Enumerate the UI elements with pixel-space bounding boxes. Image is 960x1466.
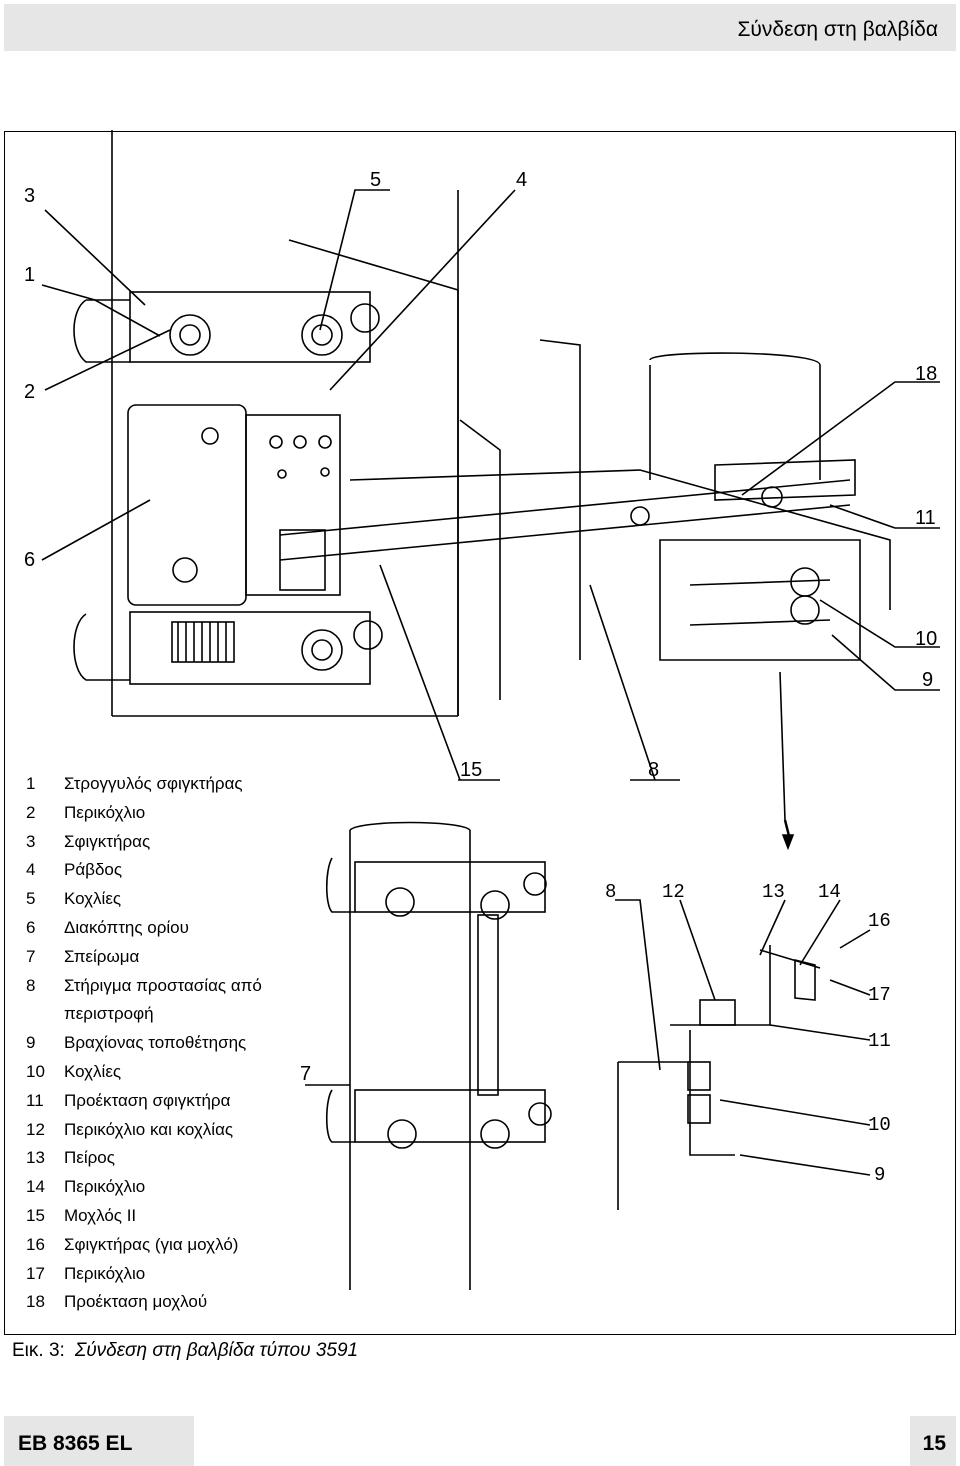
page-number: 15 — [922, 1432, 946, 1455]
callout-10: 10 — [915, 628, 937, 650]
callout-7: 7 — [300, 1063, 311, 1085]
detail-callout-11: 11 — [868, 1030, 891, 1052]
callout-3: 3 — [24, 185, 35, 207]
detail-callout-16: 16 — [868, 910, 891, 932]
callout-4: 4 — [516, 169, 527, 191]
callout-1: 1 — [24, 264, 35, 286]
callout-9: 9 — [922, 669, 933, 691]
callout-18: 18 — [915, 363, 937, 385]
detail-callout-14: 14 — [818, 881, 841, 903]
detail-callout-17: 17 — [868, 984, 891, 1006]
footer-doc-id: EB 8365 EL — [18, 1432, 133, 1455]
callout-2: 2 — [24, 381, 35, 403]
detail-callout-8: 8 — [605, 881, 616, 903]
callout-6: 6 — [24, 549, 35, 571]
figure-frame — [4, 131, 956, 1335]
footer-doc-id-box: EB 8365 EL — [4, 1416, 194, 1466]
detail-callout-13: 13 — [762, 881, 785, 903]
callout-5: 5 — [370, 169, 381, 191]
detail-callout-9: 9 — [874, 1164, 885, 1186]
figure-caption: Εικ. 3: Σύνδεση στη βαλβίδα τύπου 3591 — [12, 1340, 358, 1362]
page-title: Σύνδεση στη βαλβίδα — [737, 18, 938, 41]
detail-callout-10: 10 — [868, 1114, 891, 1136]
callout-8: 8 — [648, 759, 659, 781]
callout-11: 11 — [915, 507, 936, 529]
caption-text: Σύνδεση στη βαλβίδα τύπου 3591 — [74, 1340, 359, 1361]
caption-label: Εικ. 3: — [12, 1340, 65, 1361]
callout-15: 15 — [460, 759, 482, 781]
page-header: Σύνδεση στη βαλβίδα — [4, 4, 956, 51]
footer-page-box: 15 — [910, 1416, 956, 1466]
detail-callout-12: 12 — [662, 881, 685, 903]
assembly-drawing: 3 5 4 1 2 6 18 11 10 9 15 8 7 8 12 13 14… — [24, 130, 940, 1290]
